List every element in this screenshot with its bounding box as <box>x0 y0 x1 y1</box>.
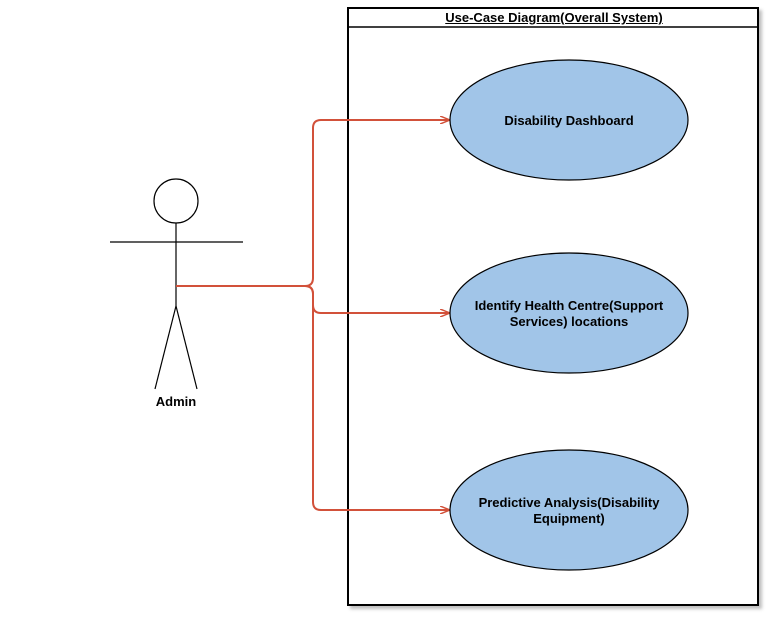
associations <box>176 120 449 510</box>
actor-label: Admin <box>155 394 197 409</box>
actor-left-leg <box>154 305 177 390</box>
use-case-label-disability-dashboard: Disability Dashboard <box>504 113 634 128</box>
association-line-predictive-analysis[interactable] <box>176 285 449 510</box>
actor-right-leg <box>175 305 198 390</box>
system-title: Use-Case Diagram(Overall System) <box>445 10 663 25</box>
use-case-health-centre-locations[interactable] <box>449 252 689 374</box>
use-case-label-health-centre-locations: Identify Health Centre(Support Services)… <box>474 298 664 329</box>
use-case-disability-dashboard[interactable] <box>449 59 689 181</box>
use-case-predictive-analysis[interactable] <box>449 449 689 571</box>
use-case-label-predictive-analysis: Predictive Analysis(Disability Equipment… <box>478 495 660 526</box>
actor-head <box>153 178 199 224</box>
admin-actor[interactable] <box>110 178 243 390</box>
